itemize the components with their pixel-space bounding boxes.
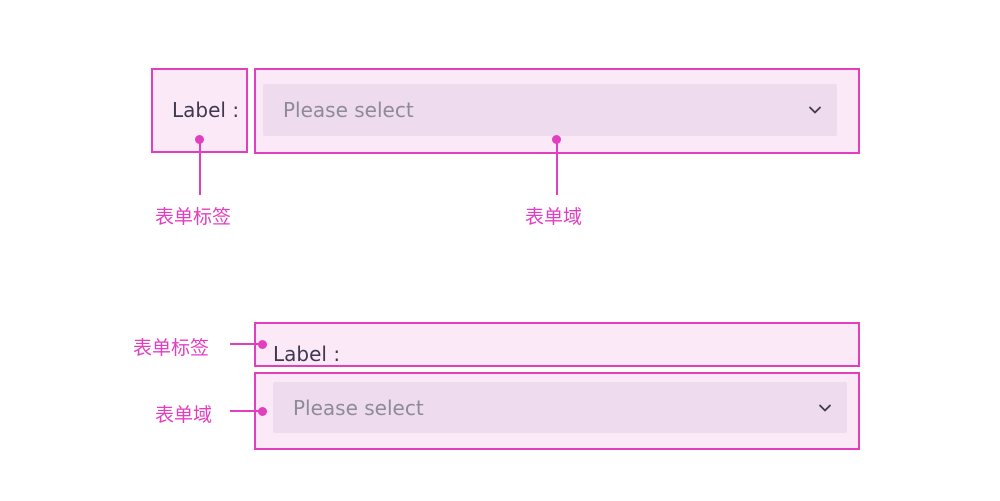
select-dropdown[interactable]: Please select (273, 382, 847, 433)
chevron-down-icon (819, 404, 831, 411)
annotation-form-field: 表单域 (525, 206, 583, 228)
select-dropdown[interactable]: Please select (263, 84, 837, 136)
form-label-box: Label : (254, 322, 860, 367)
annotation-leader-line (230, 410, 262, 412)
annotation-leader-line (555, 139, 558, 195)
annotation-form-label: 表单标签 (133, 337, 210, 359)
form-label-text: Label : (273, 342, 341, 366)
annotation-leader-line (198, 139, 201, 195)
select-placeholder: Please select (283, 98, 414, 122)
annotation-form-field: 表单域 (155, 404, 213, 426)
form-field-box: Please select (254, 372, 860, 450)
annotation-form-label: 表单标签 (155, 206, 232, 228)
annotation-dot (258, 339, 267, 349)
select-placeholder: Please select (293, 395, 424, 420)
annotation-dot (258, 406, 267, 416)
form-label-text: Label : (172, 98, 240, 122)
chevron-down-icon (809, 106, 821, 114)
annotation-leader-line (230, 343, 262, 345)
